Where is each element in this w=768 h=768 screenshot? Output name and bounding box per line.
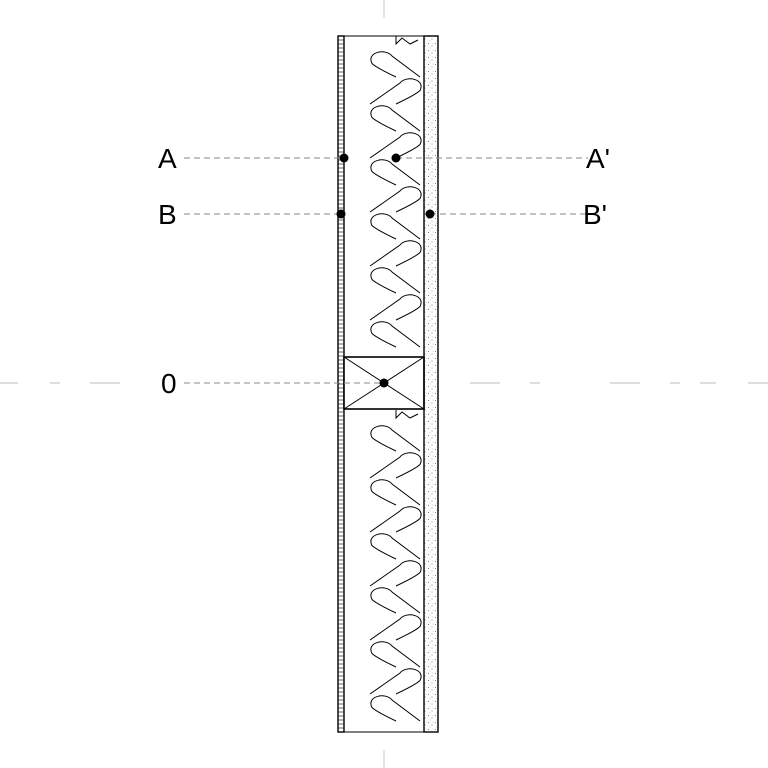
stud-notch [395,410,419,420]
point-origin [379,378,389,388]
point-a-prime [391,153,401,163]
siding-layer [337,35,345,733]
label-a: A [158,143,177,174]
top-notch [395,36,419,46]
insulation-upper [369,51,422,348]
point-a [339,153,349,163]
label-a-prime: A' [586,143,610,174]
label-b: B [158,199,177,230]
sheathing-layer [423,35,439,733]
measurement-points [336,153,435,388]
section-lines [184,157,588,384]
cavity-outline [344,35,424,733]
label-origin: 0 [161,368,177,399]
point-b [336,209,346,219]
insulation-lower [369,425,422,722]
label-b-prime: B' [583,199,607,230]
point-b-prime [425,209,435,219]
